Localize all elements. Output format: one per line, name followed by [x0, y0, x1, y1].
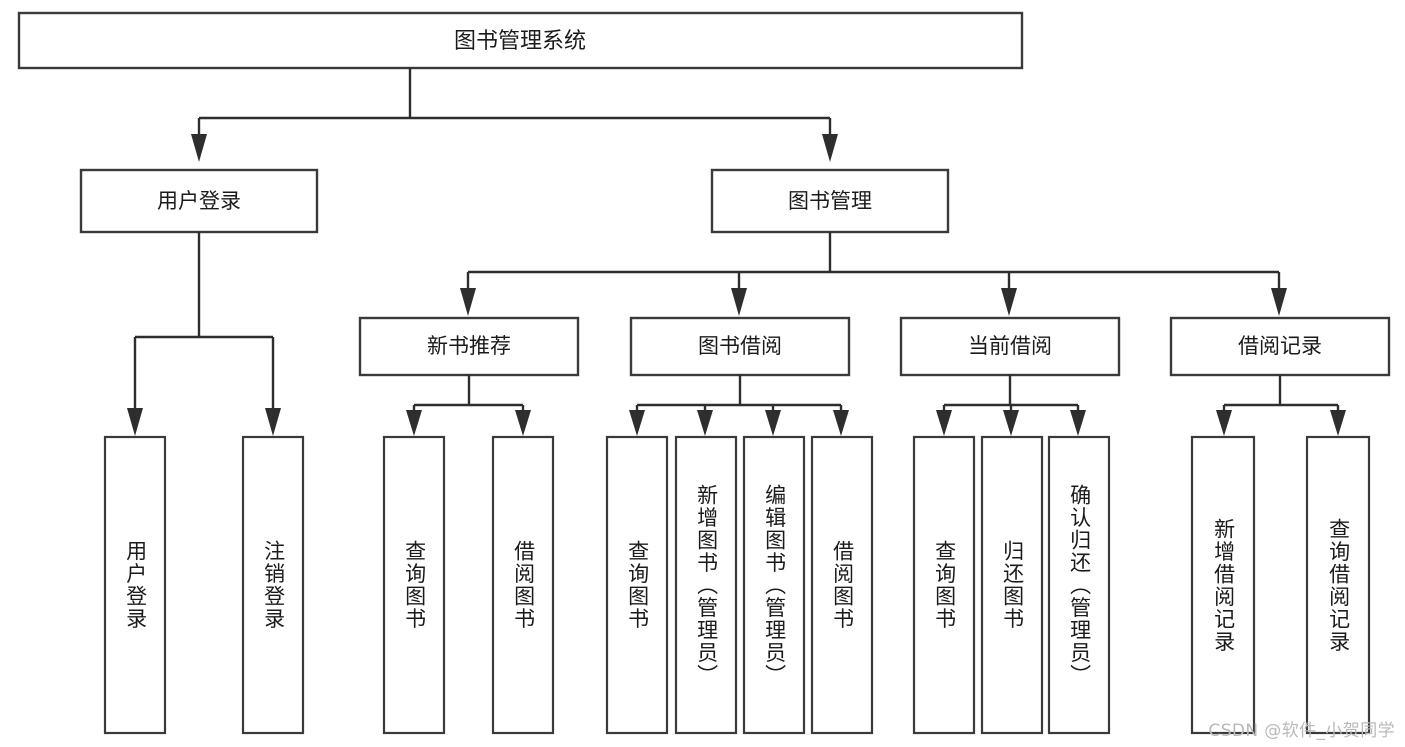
arrow-bb-leaf-1 [629, 410, 645, 436]
connector-current-borrow-to-leaves [936, 375, 1086, 436]
arrow-nb-leaf-2 [515, 410, 531, 436]
node-borrow-record[interactable]: 借阅记录 [1169, 316, 1391, 377]
arrow-to-new-book [460, 288, 476, 316]
book-borrow-label: 图书借阅 [698, 334, 782, 358]
book-manage-label: 图书管理 [788, 189, 872, 213]
node-book-borrow[interactable]: 图书借阅 [629, 316, 851, 377]
leaf-box-book-borrow-3[interactable] [742, 435, 806, 735]
new-book-recommend-label: 新书推荐 [427, 334, 511, 358]
arrow-br-leaf-1 [1216, 410, 1232, 436]
borrow-record-box[interactable] [1169, 316, 1391, 377]
leaf-box-book-borrow-1[interactable] [605, 435, 669, 735]
watermark-text: CSDN @软件_小贺同学 [1208, 721, 1395, 741]
arrow-cb-leaf-1 [936, 410, 952, 436]
leaf-box-new-book-1[interactable] [382, 435, 446, 735]
connector-user-login-to-leaves [127, 232, 281, 436]
connector-book-borrow-to-leaves [629, 375, 849, 436]
arrow-to-user-login [191, 134, 207, 162]
book-manage-box[interactable] [710, 168, 950, 234]
node-root[interactable]: 图书管理系统 [17, 11, 1024, 70]
new-book-recommend-box[interactable] [358, 316, 580, 377]
arrow-cb-leaf-2 [1003, 410, 1019, 436]
arrow-to-book-borrow [731, 288, 747, 316]
arrow-nb-leaf-1 [406, 410, 422, 436]
node-book-manage[interactable]: 图书管理 [710, 168, 950, 234]
connector-borrow-record-to-leaves [1216, 375, 1346, 436]
leaf-box-current-borrow-1[interactable] [912, 435, 976, 735]
leaf-box-new-book-2[interactable] [491, 435, 555, 735]
current-borrow-box[interactable] [899, 316, 1121, 377]
leaf-box-book-borrow-2[interactable] [674, 435, 738, 735]
arrow-br-leaf-2 [1330, 410, 1346, 436]
leaf-box-borrow-record-2[interactable] [1305, 435, 1371, 735]
borrow-record-label: 借阅记录 [1238, 334, 1322, 358]
root-label: 图书管理系统 [454, 29, 586, 54]
connector-root-to-level2 [191, 68, 838, 162]
connector-book-manage-to-level3 [460, 232, 1287, 316]
node-user-login[interactable]: 用户登录 [79, 168, 319, 234]
book-borrow-box[interactable] [629, 316, 851, 377]
leaf-box-current-borrow-2[interactable] [980, 435, 1044, 735]
arrow-to-borrow-record [1271, 288, 1287, 316]
user-login-label: 用户登录 [157, 189, 241, 213]
connector-new-book-to-leaves [406, 375, 531, 436]
arrow-ul-leaf-2 [265, 408, 281, 436]
node-current-borrow[interactable]: 当前借阅 [899, 316, 1121, 377]
leaf-box-book-borrow-4[interactable] [810, 435, 874, 735]
arrow-bb-leaf-3 [765, 410, 781, 436]
node-new-book-recommend[interactable]: 新书推荐 [358, 316, 580, 377]
leaf-box-current-borrow-3[interactable] [1047, 435, 1111, 735]
arrow-cb-leaf-3 [1070, 410, 1086, 436]
leaf-box-borrow-record-1[interactable] [1190, 435, 1256, 735]
arrow-ul-leaf-1 [127, 408, 143, 436]
current-borrow-label: 当前借阅 [968, 334, 1052, 358]
root-box[interactable] [17, 11, 1024, 70]
arrow-to-book-manage [822, 134, 838, 162]
leaf-box-user-login-1[interactable] [103, 435, 167, 735]
arrow-bb-leaf-4 [833, 410, 849, 436]
arrow-to-current-borrow [1001, 288, 1017, 316]
leaf-box-user-login-2[interactable] [241, 435, 305, 735]
arrow-bb-leaf-2 [697, 410, 713, 436]
